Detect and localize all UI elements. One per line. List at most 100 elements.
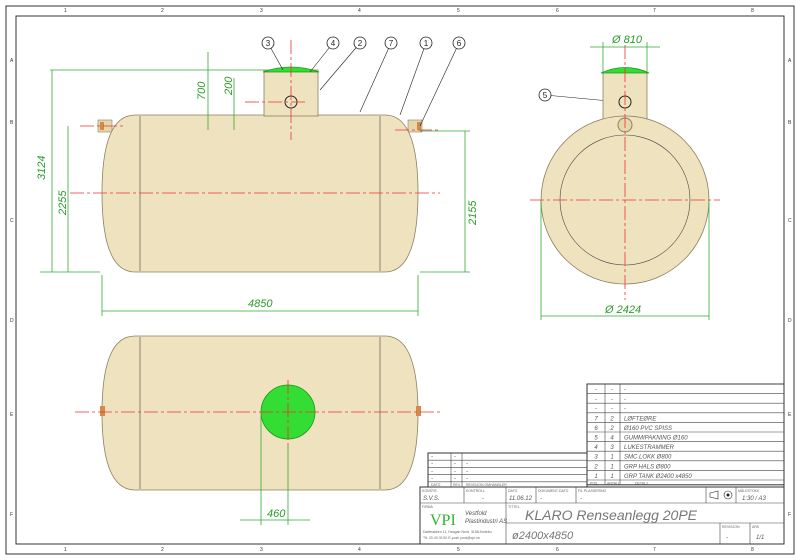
balloon-number: 6 [457, 39, 462, 48]
revision-cell: - [431, 462, 433, 468]
grid-row-label: B [788, 120, 792, 126]
company-name-1: Vestfold [465, 511, 487, 517]
revision-cell: - [466, 462, 468, 468]
dim-pipe-offset: 200 [223, 76, 235, 96]
sheet-label: ARK [752, 525, 760, 529]
header-detail: DETALJ [635, 482, 648, 486]
part-detail: Ø160 PVC SPISS [623, 426, 672, 432]
dim-overall-height: 3124 [36, 156, 48, 180]
header-qty: ANTALL [607, 482, 620, 486]
grid-col-label: 8 [751, 547, 754, 553]
revision: - [726, 535, 728, 541]
grid-row-label: C [10, 218, 14, 224]
part-qty: 3 [610, 445, 614, 451]
revision-cell: - [466, 476, 468, 482]
part-detail: LUKESTRAMMER [624, 445, 675, 451]
grid-col-label: 8 [751, 8, 754, 14]
parts-list-row: 5 4 GUMMIPAKNING Ø160 [594, 436, 688, 442]
doc-date-label: DOKUMENT-DATO [538, 489, 569, 493]
grid-row-label: D [10, 318, 14, 324]
part-pos: 7 [594, 416, 598, 422]
company-contact: Tlf: 33 43 03 50 E-post: post@vpi.no [423, 536, 480, 540]
grid-col-label: 4 [358, 8, 361, 14]
dim-length: 4850 [248, 298, 273, 310]
balloon [353, 36, 367, 50]
part-pos: - [595, 407, 597, 413]
part-qty: - [611, 397, 613, 403]
header-rev: REV. [453, 483, 461, 487]
drawn-label: KONSTR. [422, 489, 438, 493]
dim-tank-diameter: Ø 2424 [604, 304, 641, 316]
pipe-end [417, 122, 421, 130]
grid-col-label: 3 [260, 547, 263, 553]
pipe-end [416, 406, 421, 416]
scale: 1:30 / A3 [742, 496, 766, 502]
part-detail: - [624, 407, 626, 413]
projection-symbol [709, 490, 733, 500]
grid-row-label: D [788, 318, 792, 324]
header-pos: POS. [590, 482, 598, 486]
dim-inlet-height: 2255 [57, 190, 69, 216]
grid-row-label: E [10, 412, 14, 418]
part-pos: 4 [594, 445, 598, 451]
grid-row-label: F [10, 512, 13, 518]
revision-cell: - [431, 469, 433, 475]
company-address: Dølebakken 11, Haugan Nord, 3158 Andebu [423, 530, 492, 534]
balloon-number: 7 [389, 39, 394, 48]
parts-list-row: 4 3 LUKESTRAMMER [594, 445, 674, 451]
revision-label: REVISJON [722, 525, 740, 529]
part-qty: 1 [610, 464, 613, 470]
revision-cell: - [431, 455, 433, 461]
revision-cell: - [454, 469, 456, 475]
side-view: Ø 810 Ø 2424 [530, 34, 720, 320]
outer-border [5, 5, 795, 555]
grid-col-label: 2 [161, 547, 164, 553]
balloon-number: 4 [331, 39, 336, 48]
checked-by: - [482, 496, 484, 502]
revision-cell: - [454, 476, 456, 482]
balloon [384, 36, 398, 50]
title-label: TITTEL [508, 505, 520, 509]
pipe-end [100, 122, 104, 130]
part-qty: - [611, 407, 613, 413]
grid-col-label: 7 [653, 8, 656, 14]
grid-col-label: 2 [161, 8, 164, 14]
drawing-subtitle: ø2400x4850 [512, 530, 574, 542]
parts-list-row: 2 1 GRP HALS Ø800 [593, 464, 671, 470]
balloon [452, 36, 466, 50]
tank-body [101, 114, 419, 273]
part-qty: 1 [610, 474, 613, 480]
tank-body [101, 335, 419, 491]
part-detail: GRP HALS Ø800 [624, 464, 671, 470]
part-qty: 4 [610, 436, 614, 442]
grid-row-label: A [788, 58, 792, 64]
dim-outlet-height: 2155 [467, 200, 479, 226]
inner-border [15, 15, 785, 545]
parts-list-row: --- [595, 407, 626, 413]
top-view: 460 [75, 335, 440, 525]
date-label: DATO [508, 489, 518, 493]
revision-cell: - [454, 455, 456, 461]
scale-label: MÅLESTOKK [738, 488, 760, 493]
part-pos: 2 [593, 464, 598, 470]
revision-cell: - [454, 462, 456, 468]
grid-row-label: B [10, 120, 14, 126]
part-detail: GUMMIPAKNING Ø160 [624, 436, 688, 442]
revision-cell: - [466, 469, 468, 475]
company-label: FIRMA [422, 505, 434, 509]
part-detail: GRP TANK Ø2400 x4850 [624, 474, 692, 480]
grid-col-label: 7 [653, 547, 656, 553]
part-qty: 1 [610, 455, 613, 461]
part-pos: 5 [594, 436, 598, 442]
parts-list-row: --- [595, 388, 626, 394]
dim-bottom-offset: 460 [267, 508, 286, 520]
grid-col-label: 5 [457, 8, 460, 14]
part-pos: 3 [594, 455, 598, 461]
part-pos: 6 [594, 426, 598, 432]
grid-col-label: 6 [556, 547, 559, 553]
balloon [419, 36, 433, 50]
